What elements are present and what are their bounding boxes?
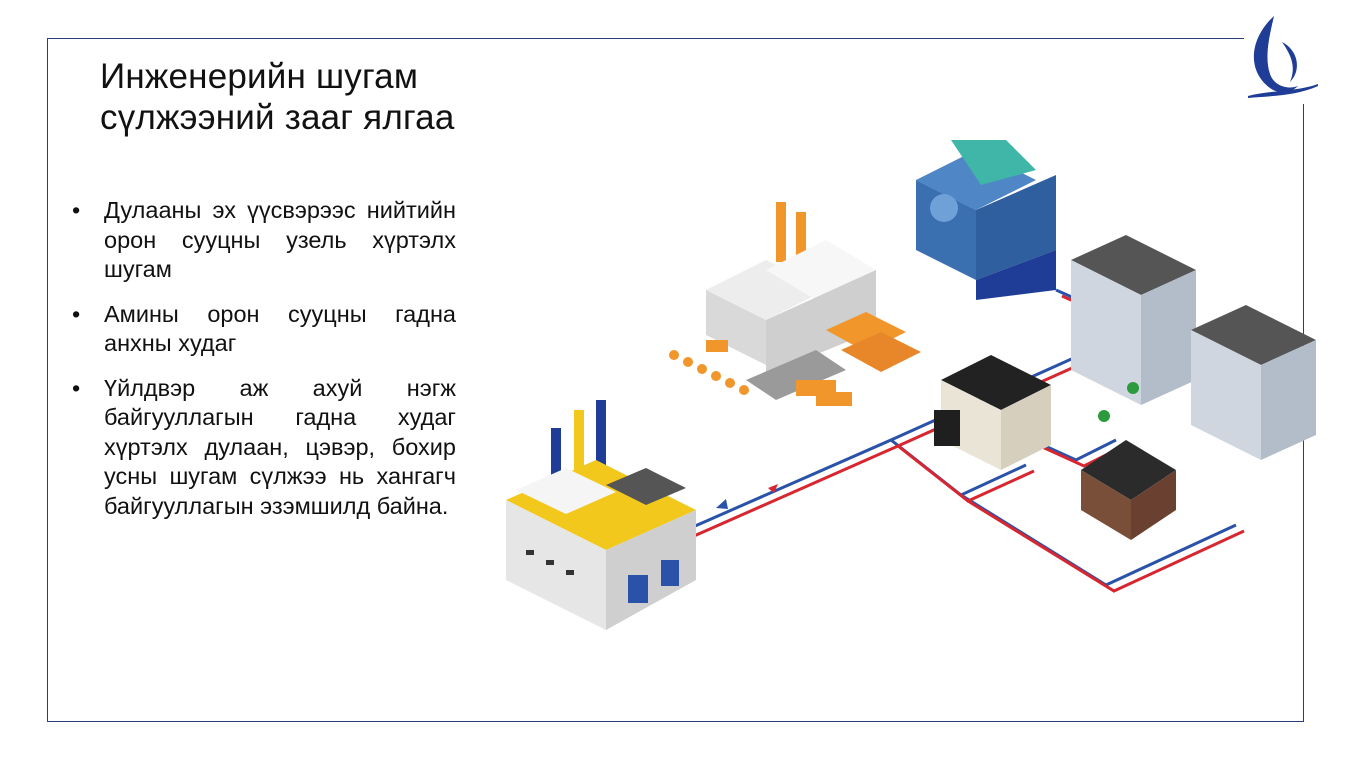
hospital-building-icon [916, 140, 1056, 300]
bullet-text: Амины орон сууцны гадна анхны худаг [104, 300, 456, 357]
house-icon [934, 355, 1051, 470]
factory-yellow-icon [506, 400, 696, 630]
apartment-building-icon [1071, 235, 1196, 405]
bullet-item: • Амины орон сууцны гадна анхны худаг [72, 300, 456, 359]
slide-title: Инженерийн шугам сүлжээний зааг ялгаа [100, 56, 454, 138]
bullet-dot: • [72, 300, 81, 327]
bullet-text: Дулааны эх үүсвэрээс нийтийн орон сууцны… [104, 197, 456, 282]
apartment-building-icon [1191, 305, 1316, 460]
bullet-item: • Үйлдвэр аж ахуй нэгж байгууллагын гадна… [72, 374, 456, 522]
bullet-text: Үйлдвэр аж ахуй нэгж байгууллагын гадна … [104, 374, 456, 519]
bullet-list: • Дулааны эх үүсвэрээс нийтийн орон сууцн… [72, 196, 456, 536]
utility-network-illustration [496, 140, 1346, 640]
bullet-dot: • [72, 374, 81, 401]
bullet-dot: • [72, 197, 81, 223]
house-icon [1081, 440, 1176, 540]
company-logo-icon [1244, 12, 1320, 104]
factory-white-icon [669, 202, 921, 406]
bullet-item: • Дулааны эх үүсвэрээс нийтийн орон сууцн… [72, 196, 456, 285]
title-line-1: Инженерийн шугам [100, 57, 419, 96]
title-line-2: сүлжээний зааг ялгаа [100, 98, 455, 137]
